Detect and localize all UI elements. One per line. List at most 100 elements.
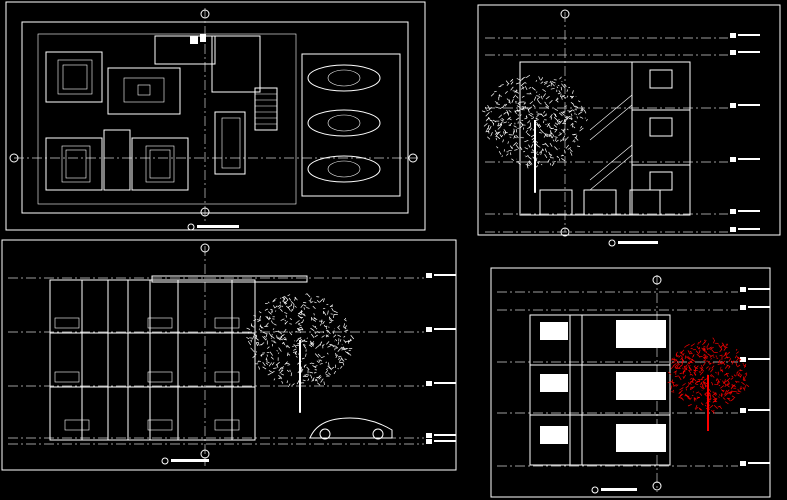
tree-branch <box>702 380 705 385</box>
tree-branch <box>263 336 266 338</box>
tree-branch <box>279 369 284 374</box>
tree-branch <box>709 346 714 350</box>
tree-branch <box>270 335 275 339</box>
tree-branch <box>524 139 529 143</box>
tree-branch <box>523 101 526 105</box>
tree-branch <box>731 385 733 387</box>
tree-branch <box>540 151 542 155</box>
grid-marker <box>200 9 210 19</box>
tree-branch <box>572 109 575 112</box>
tree-branch <box>295 355 298 358</box>
tree-branch <box>685 356 691 360</box>
tree-branch <box>689 377 693 380</box>
tree-branch <box>294 330 297 333</box>
tree-branch <box>743 375 746 380</box>
laundry <box>214 111 246 175</box>
tree-branch <box>535 91 538 93</box>
tree-branch <box>337 357 341 360</box>
tree-branch <box>276 335 278 338</box>
tree-branch <box>250 347 255 352</box>
tree-branch <box>561 94 565 98</box>
tree-branch <box>682 376 685 379</box>
level-marker <box>730 33 736 38</box>
kitchen <box>154 35 216 65</box>
tree-branch <box>703 339 706 341</box>
tree-branch <box>680 357 684 360</box>
tree-branch <box>561 129 564 132</box>
level-label <box>434 434 456 436</box>
tree-branch <box>326 352 329 355</box>
tree-branch <box>575 135 578 139</box>
tree-branch <box>722 361 726 366</box>
tree-branch <box>521 107 525 110</box>
tree-branch <box>488 125 490 127</box>
tree-branch <box>247 331 250 334</box>
tree-branch <box>509 136 512 138</box>
tree-branch <box>699 355 703 358</box>
tree-branch <box>550 127 554 130</box>
tree-branch <box>544 148 547 153</box>
tree-branch <box>744 385 746 390</box>
tree-branch <box>314 334 318 338</box>
tree-branch <box>528 125 532 129</box>
tree-branch <box>344 325 347 328</box>
tree-branch <box>680 360 685 364</box>
tree-branch <box>715 378 718 382</box>
tree-branch <box>558 118 560 121</box>
tree-branch <box>689 397 692 401</box>
tree-branch <box>554 113 557 117</box>
tree-branch <box>503 121 508 124</box>
tree-branch <box>696 345 700 350</box>
level-label <box>748 306 770 308</box>
tree-branch <box>677 362 681 365</box>
tree-branch <box>259 329 263 332</box>
tree-branch <box>317 343 321 347</box>
tree-branch <box>682 367 684 370</box>
tree-branch <box>681 362 684 367</box>
tree-branch <box>703 378 707 381</box>
tree-branch <box>516 78 521 81</box>
tree-branch <box>580 108 584 112</box>
tree-branch <box>579 127 584 132</box>
tree-branch <box>272 300 276 303</box>
tree-branch <box>513 141 517 146</box>
tree-branch <box>558 120 563 125</box>
tree-branch <box>497 123 502 127</box>
tree-branch <box>493 90 497 93</box>
tree-branch <box>745 384 750 387</box>
tree-branch <box>525 74 531 78</box>
tree-branch <box>528 87 532 89</box>
tree-branch <box>338 355 342 358</box>
tree-branch <box>713 398 717 402</box>
tree-branch <box>345 340 349 343</box>
tree-branch <box>722 380 725 384</box>
tree-branch <box>305 293 308 295</box>
tree-branch <box>311 333 315 339</box>
tree-branch <box>331 366 335 370</box>
tree-branch <box>734 355 738 359</box>
balcony-railing <box>147 419 173 431</box>
sheet-frame <box>5 1 426 231</box>
tree-branch <box>515 82 520 85</box>
tree-branch <box>335 354 338 358</box>
car-icon <box>307 155 381 183</box>
tree-branch <box>711 354 714 357</box>
tree-branch <box>329 321 333 324</box>
tree-branch <box>309 340 314 345</box>
tree-branch <box>560 154 565 157</box>
tree-branch <box>731 375 734 378</box>
tree-branch <box>675 364 679 369</box>
tree-branch <box>490 131 493 136</box>
level-marker <box>740 408 746 413</box>
tree-branch <box>300 368 304 373</box>
tree-branch <box>498 151 502 155</box>
tree-branch <box>335 347 338 349</box>
tree-branch <box>317 331 320 334</box>
tree-branch <box>731 395 736 399</box>
tree-branch <box>504 103 508 107</box>
tree-branch <box>547 123 551 128</box>
tree-branch <box>728 358 732 363</box>
tree-branch <box>286 352 289 357</box>
tree-branch <box>695 407 699 409</box>
